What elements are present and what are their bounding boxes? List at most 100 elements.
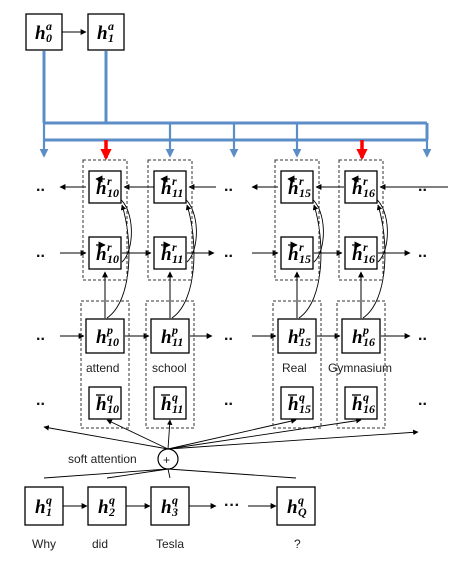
- passage-word-15: Real: [282, 361, 307, 375]
- node-h1q-subscript: 1: [46, 505, 52, 519]
- node-backward-r-10-symbol: h: [96, 178, 107, 199]
- column-group-upper-10: [82, 159, 128, 281]
- node-hQq-superscript: q: [298, 493, 304, 507]
- node-backward-r-16-subscript: 16: [363, 186, 375, 200]
- attention-input-line-2: [167, 468, 171, 479]
- attention-fan-arrow-0: [43, 425, 169, 450]
- node-bar-q-10-superscript: q: [107, 390, 113, 404]
- curve-backward-to-forward-15: [310, 197, 324, 263]
- node-bar-q-11-superscript: q: [172, 390, 178, 404]
- dots-p-left: ..: [36, 327, 45, 344]
- node-h2q-superscript: q: [109, 493, 115, 507]
- dots-backward-right: ..: [418, 178, 427, 195]
- dots-question-middle: ···: [224, 497, 240, 514]
- passage-word-10: attend: [86, 361, 119, 375]
- plus-symbol: +: [163, 453, 170, 467]
- node-forward-r-11-superscript: r: [172, 240, 177, 254]
- attention-fan-arrow-4: [167, 418, 362, 450]
- node-plain-p-11-symbol: h: [161, 327, 172, 348]
- node-plain-p-10-box: [85, 318, 125, 354]
- dots-q-left: ..: [36, 392, 45, 409]
- node-backward-r-16-superscript: r: [363, 174, 368, 188]
- node-plain-p-15-symbol: h: [288, 327, 299, 348]
- node-bar-q-16-superscript: q: [363, 390, 369, 404]
- curve-backward-to-forward-10: [118, 197, 132, 263]
- node-forward-r-16-superscript: r: [363, 240, 368, 254]
- soft-attention-label: soft attention: [68, 452, 137, 466]
- node-backward-r-15-box: [280, 170, 314, 204]
- node-h2q-subscript: 2: [108, 505, 115, 519]
- node-bar-q-11-box: [153, 386, 187, 420]
- node-h3q-box: [150, 486, 190, 526]
- node-h0a-box: [25, 13, 63, 51]
- node-forward-r-11-symbol: h: [161, 244, 172, 265]
- attention-input-line-0: [43, 468, 169, 479]
- node-bar-q-15-symbol: h: [288, 394, 299, 415]
- node-plain-p-10-superscript: p: [106, 323, 113, 337]
- dots-q-right: ..: [418, 392, 427, 409]
- question-word-1: did: [92, 537, 108, 551]
- node-backward-r-15-symbol: h: [288, 178, 299, 199]
- question-word-3: ?: [294, 537, 301, 551]
- node-h1a-box: [87, 13, 125, 51]
- node-forward-r-10-subscript: 10: [107, 252, 119, 266]
- node-plain-p-10-symbol: h: [96, 327, 107, 348]
- node-bar-q-15-superscript: q: [299, 390, 305, 404]
- node-backward-r-16-box: [344, 170, 378, 204]
- node-backward-r-15-superscript: r: [299, 174, 304, 188]
- node-plain-p-11-subscript: 11: [172, 335, 183, 349]
- node-bar-q-11-subscript: 11: [172, 402, 183, 416]
- attention-input-line-3: [167, 468, 297, 479]
- node-hQq-subscript: Q: [298, 505, 307, 519]
- node-h3q-symbol: h: [161, 497, 172, 518]
- passage-word-16: Gymnasium: [328, 361, 392, 375]
- node-bar-q-11-symbol: h: [161, 394, 172, 415]
- node-backward-r-11-subscript: 11: [172, 186, 183, 200]
- node-h1a-symbol: h: [97, 23, 108, 44]
- attention-fan-arrow-5: [167, 429, 419, 450]
- node-backward-r-16-symbol: h: [352, 178, 363, 199]
- attention-broadcast-lines: [39, 51, 432, 161]
- node-bar-q-16-subscript: 16: [363, 402, 375, 416]
- column-group-upper-11: [147, 159, 193, 281]
- column-group-upper-16: [338, 159, 384, 281]
- node-forward-r-16-subscript: 16: [363, 252, 375, 266]
- node-plain-p-15-box: [277, 318, 317, 354]
- node-bar-q-16-symbol: h: [352, 394, 363, 415]
- dots-backward-middle: ..: [224, 178, 233, 195]
- attention-fan-arrow-3: [167, 418, 297, 450]
- curve-p-to-backward-10: [106, 204, 130, 319]
- node-forward-r-11-subscript: 11: [172, 252, 183, 266]
- node-plain-p-10-subscript: 10: [107, 335, 119, 349]
- dots-forward-middle: ..: [224, 244, 233, 261]
- node-h3q-subscript: 3: [171, 505, 178, 519]
- node-forward-r-15-subscript: 15: [299, 252, 311, 266]
- node-forward-r-15-box: [280, 236, 314, 270]
- dots-q-middle: ..: [224, 392, 233, 409]
- node-bar-q-10-symbol: h: [96, 394, 107, 415]
- column-group-lower-11: [145, 300, 195, 429]
- curve-p-to-backward-11: [171, 204, 195, 319]
- node-backward-r-10-superscript: r: [107, 174, 112, 188]
- dots-forward-right: ..: [418, 244, 427, 261]
- node-bar-q-10-box: [88, 386, 122, 420]
- node-plain-p-16-superscript: p: [362, 323, 369, 337]
- node-plain-p-15-subscript: 15: [299, 335, 311, 349]
- node-backward-r-11-symbol: h: [161, 178, 172, 199]
